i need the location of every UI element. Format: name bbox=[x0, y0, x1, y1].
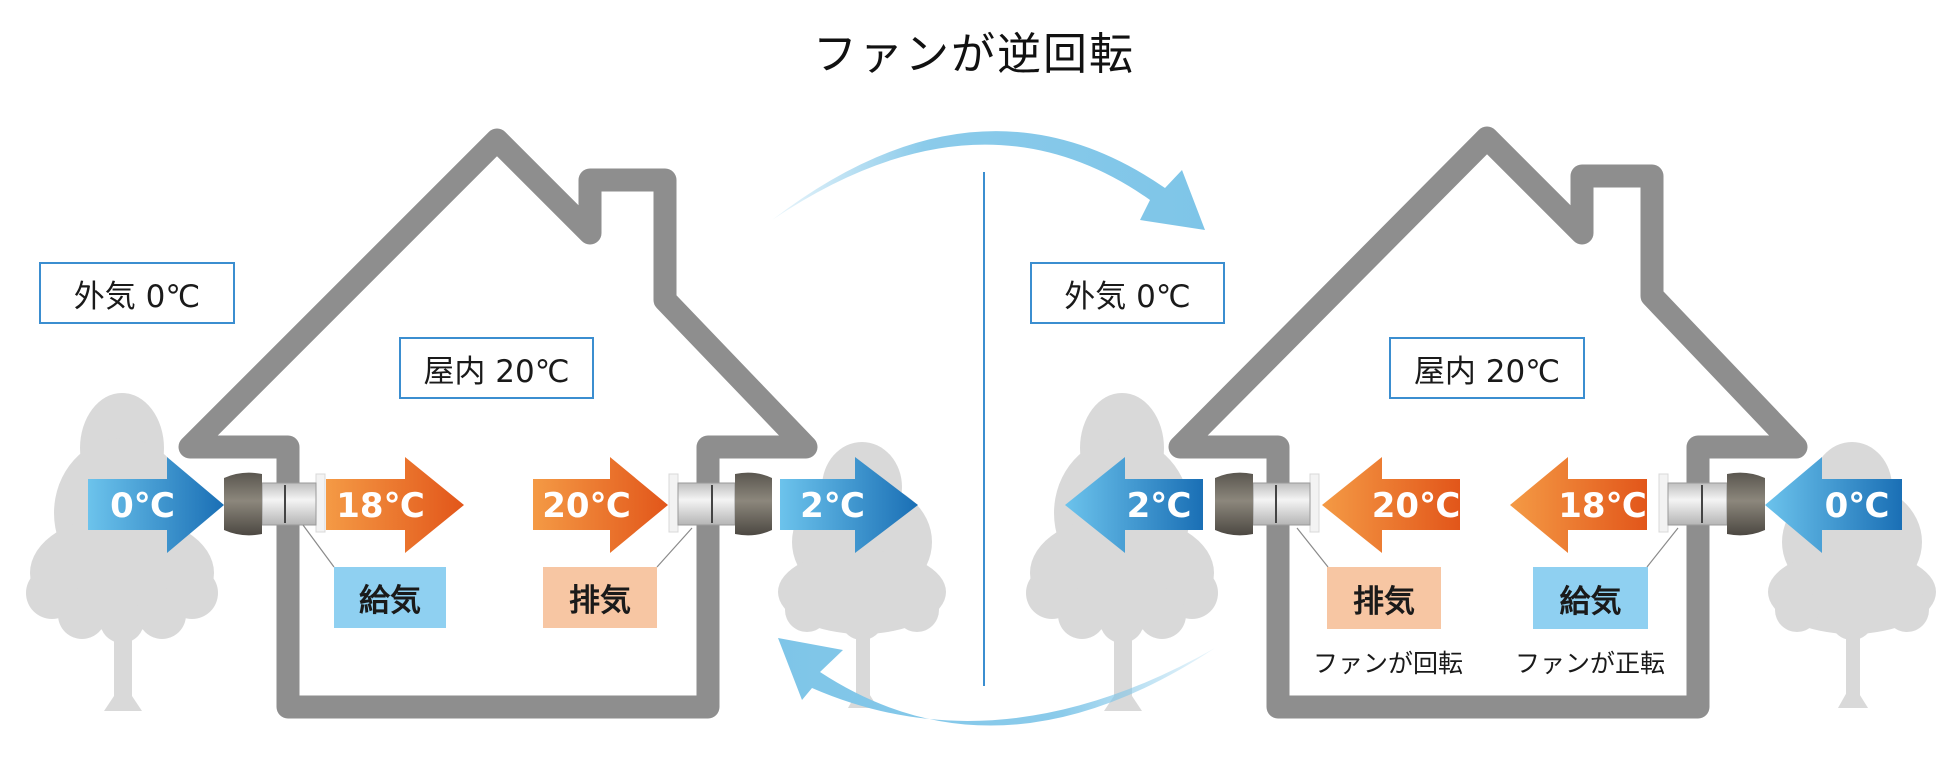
arrow-shape bbox=[88, 457, 224, 553]
flow-temp-label: 2℃ bbox=[1127, 486, 1192, 526]
fan-status-caption: ファンが回転 bbox=[1312, 649, 1463, 678]
cycle-arrow-top bbox=[772, 131, 1205, 230]
house-wall-path bbox=[178, 128, 818, 719]
flow-arrow-warm: 18℃ bbox=[1510, 457, 1647, 553]
flow-arrow-warm: 20℃ bbox=[533, 457, 668, 553]
flow-arrow-cold: 2℃ bbox=[1065, 457, 1203, 553]
fan-unit-right-exhaust bbox=[1215, 472, 1320, 536]
house-wall-path bbox=[1168, 126, 1808, 719]
indoor-temp-label-right: 屋内 20℃ bbox=[1389, 337, 1585, 399]
flow-temp-label: 18℃ bbox=[336, 486, 425, 526]
exhaust-tag-right: 排気 bbox=[1327, 567, 1441, 629]
arrow-shape bbox=[1322, 457, 1460, 553]
house-outline-right bbox=[1168, 126, 1808, 719]
fan-unit-right-supply bbox=[1658, 472, 1765, 536]
supply-tag-right: 給気 bbox=[1533, 567, 1648, 629]
cycle-arrow-bottom bbox=[778, 638, 1215, 726]
arrow-shape bbox=[533, 457, 668, 553]
flow-arrow-cold: 2℃ bbox=[780, 457, 918, 553]
leader-line bbox=[1646, 527, 1679, 568]
outdoor-temp-label-right: 外気 0℃ bbox=[1030, 262, 1225, 324]
indoor-temp-label-left: 屋内 20℃ bbox=[399, 337, 594, 399]
leader-line bbox=[1296, 527, 1329, 568]
flow-temp-label: 18℃ bbox=[1558, 486, 1647, 526]
flow-arrow-warm: 20℃ bbox=[1322, 457, 1460, 553]
arrow-shape bbox=[1510, 457, 1647, 553]
fan-status-caption: ファンが正転 bbox=[1514, 649, 1665, 678]
leader-line bbox=[302, 524, 335, 568]
flow-temp-label: 20℃ bbox=[1372, 486, 1461, 526]
diagram-title: ファンが逆回転 bbox=[813, 29, 1135, 80]
arrow-shape bbox=[1065, 457, 1203, 553]
flow-temp-label: 0℃ bbox=[1825, 486, 1890, 526]
arrow-shape bbox=[1765, 457, 1902, 553]
exhaust-tag-left: 排気 bbox=[543, 567, 657, 628]
flow-temp-label: 20℃ bbox=[542, 486, 631, 526]
leader-line bbox=[656, 527, 693, 568]
house-outline-left bbox=[178, 128, 818, 719]
leader-lines bbox=[302, 524, 1679, 568]
flow-arrow-cold: 0℃ bbox=[1765, 457, 1902, 553]
flow-arrow-cold: 0℃ bbox=[88, 457, 224, 553]
flow-arrow-warm: 18℃ bbox=[326, 457, 464, 553]
arrow-shape bbox=[780, 457, 918, 553]
fan-unit-left-supply bbox=[224, 472, 326, 536]
flow-temp-label: 0℃ bbox=[110, 486, 175, 526]
supply-tag-left: 給気 bbox=[334, 567, 446, 628]
flow-temp-label: 2℃ bbox=[800, 486, 865, 526]
fan-unit-left-exhaust bbox=[668, 472, 772, 536]
outdoor-temp-label-left: 外気 0℃ bbox=[39, 262, 235, 324]
arrow-shape bbox=[326, 457, 464, 553]
